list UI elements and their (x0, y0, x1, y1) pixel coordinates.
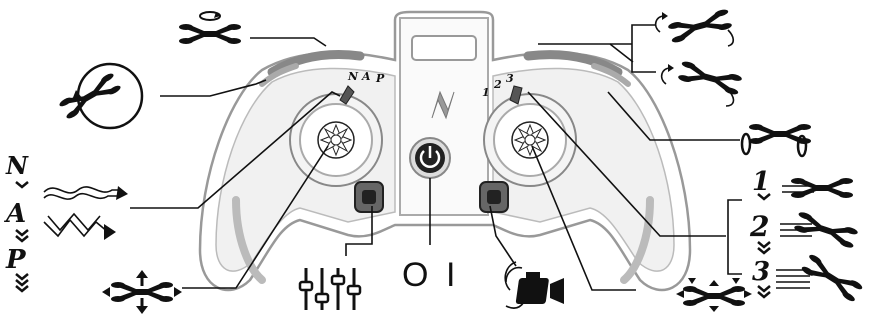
camera-button[interactable] (479, 181, 509, 213)
roll-right-icon (660, 60, 743, 107)
right-bumper-lower[interactable] (591, 63, 631, 87)
svg-text:3: 3 (506, 72, 514, 85)
hover-omni-icon (676, 278, 752, 312)
power-off-label: O (402, 256, 428, 294)
camera-icon (504, 261, 564, 309)
controller-body (198, 10, 692, 292)
brand-logo (431, 90, 455, 120)
trim-button[interactable] (354, 181, 384, 213)
svg-text:N: N (5, 151, 29, 180)
svg-text:A: A (3, 199, 26, 229)
speed-level-3-icon (776, 253, 864, 303)
flip-loop-icon (58, 62, 144, 130)
svg-text:P: P (375, 72, 385, 85)
speed-badges: 1 2 3 (749, 167, 772, 299)
rate-switch[interactable] (509, 85, 523, 105)
svg-text:2: 2 (493, 78, 502, 91)
flip-roll-icon (740, 124, 811, 158)
trim-sliders-icon (298, 268, 362, 310)
svg-text:A: A (361, 70, 371, 83)
svg-text:1: 1 (482, 86, 490, 99)
yaw-rotate-icon (179, 11, 241, 44)
svg-text:P: P (5, 245, 27, 275)
wavy-arrows-icon (43, 186, 128, 240)
speed-level-2-icon (780, 210, 859, 250)
antenna-slot (411, 35, 477, 61)
left-bumper-upper[interactable] (267, 50, 365, 77)
svg-text:N: N (347, 70, 359, 83)
mode-switch[interactable] (339, 85, 355, 105)
svg-text:2: 2 (749, 210, 769, 243)
left-joystick[interactable] (289, 93, 383, 187)
left-bumper-lower[interactable] (259, 63, 299, 87)
power-on-label: I (446, 256, 455, 294)
right-joystick[interactable] (483, 93, 577, 187)
nav-mode-badges: N A P (3, 151, 30, 293)
speed-level-1-icon (782, 178, 853, 198)
callout-lines (130, 24, 742, 291)
svg-text:3: 3 (752, 257, 770, 287)
power-button[interactable] (409, 137, 451, 179)
right-bumper-upper[interactable] (523, 50, 623, 77)
nav-mode-labels: N A P (347, 70, 385, 85)
rate-level-labels: 1 2 3 (482, 72, 514, 99)
roll-left-icon (654, 8, 735, 47)
move-directions-icon (102, 270, 182, 314)
svg-text:1: 1 (752, 167, 770, 197)
